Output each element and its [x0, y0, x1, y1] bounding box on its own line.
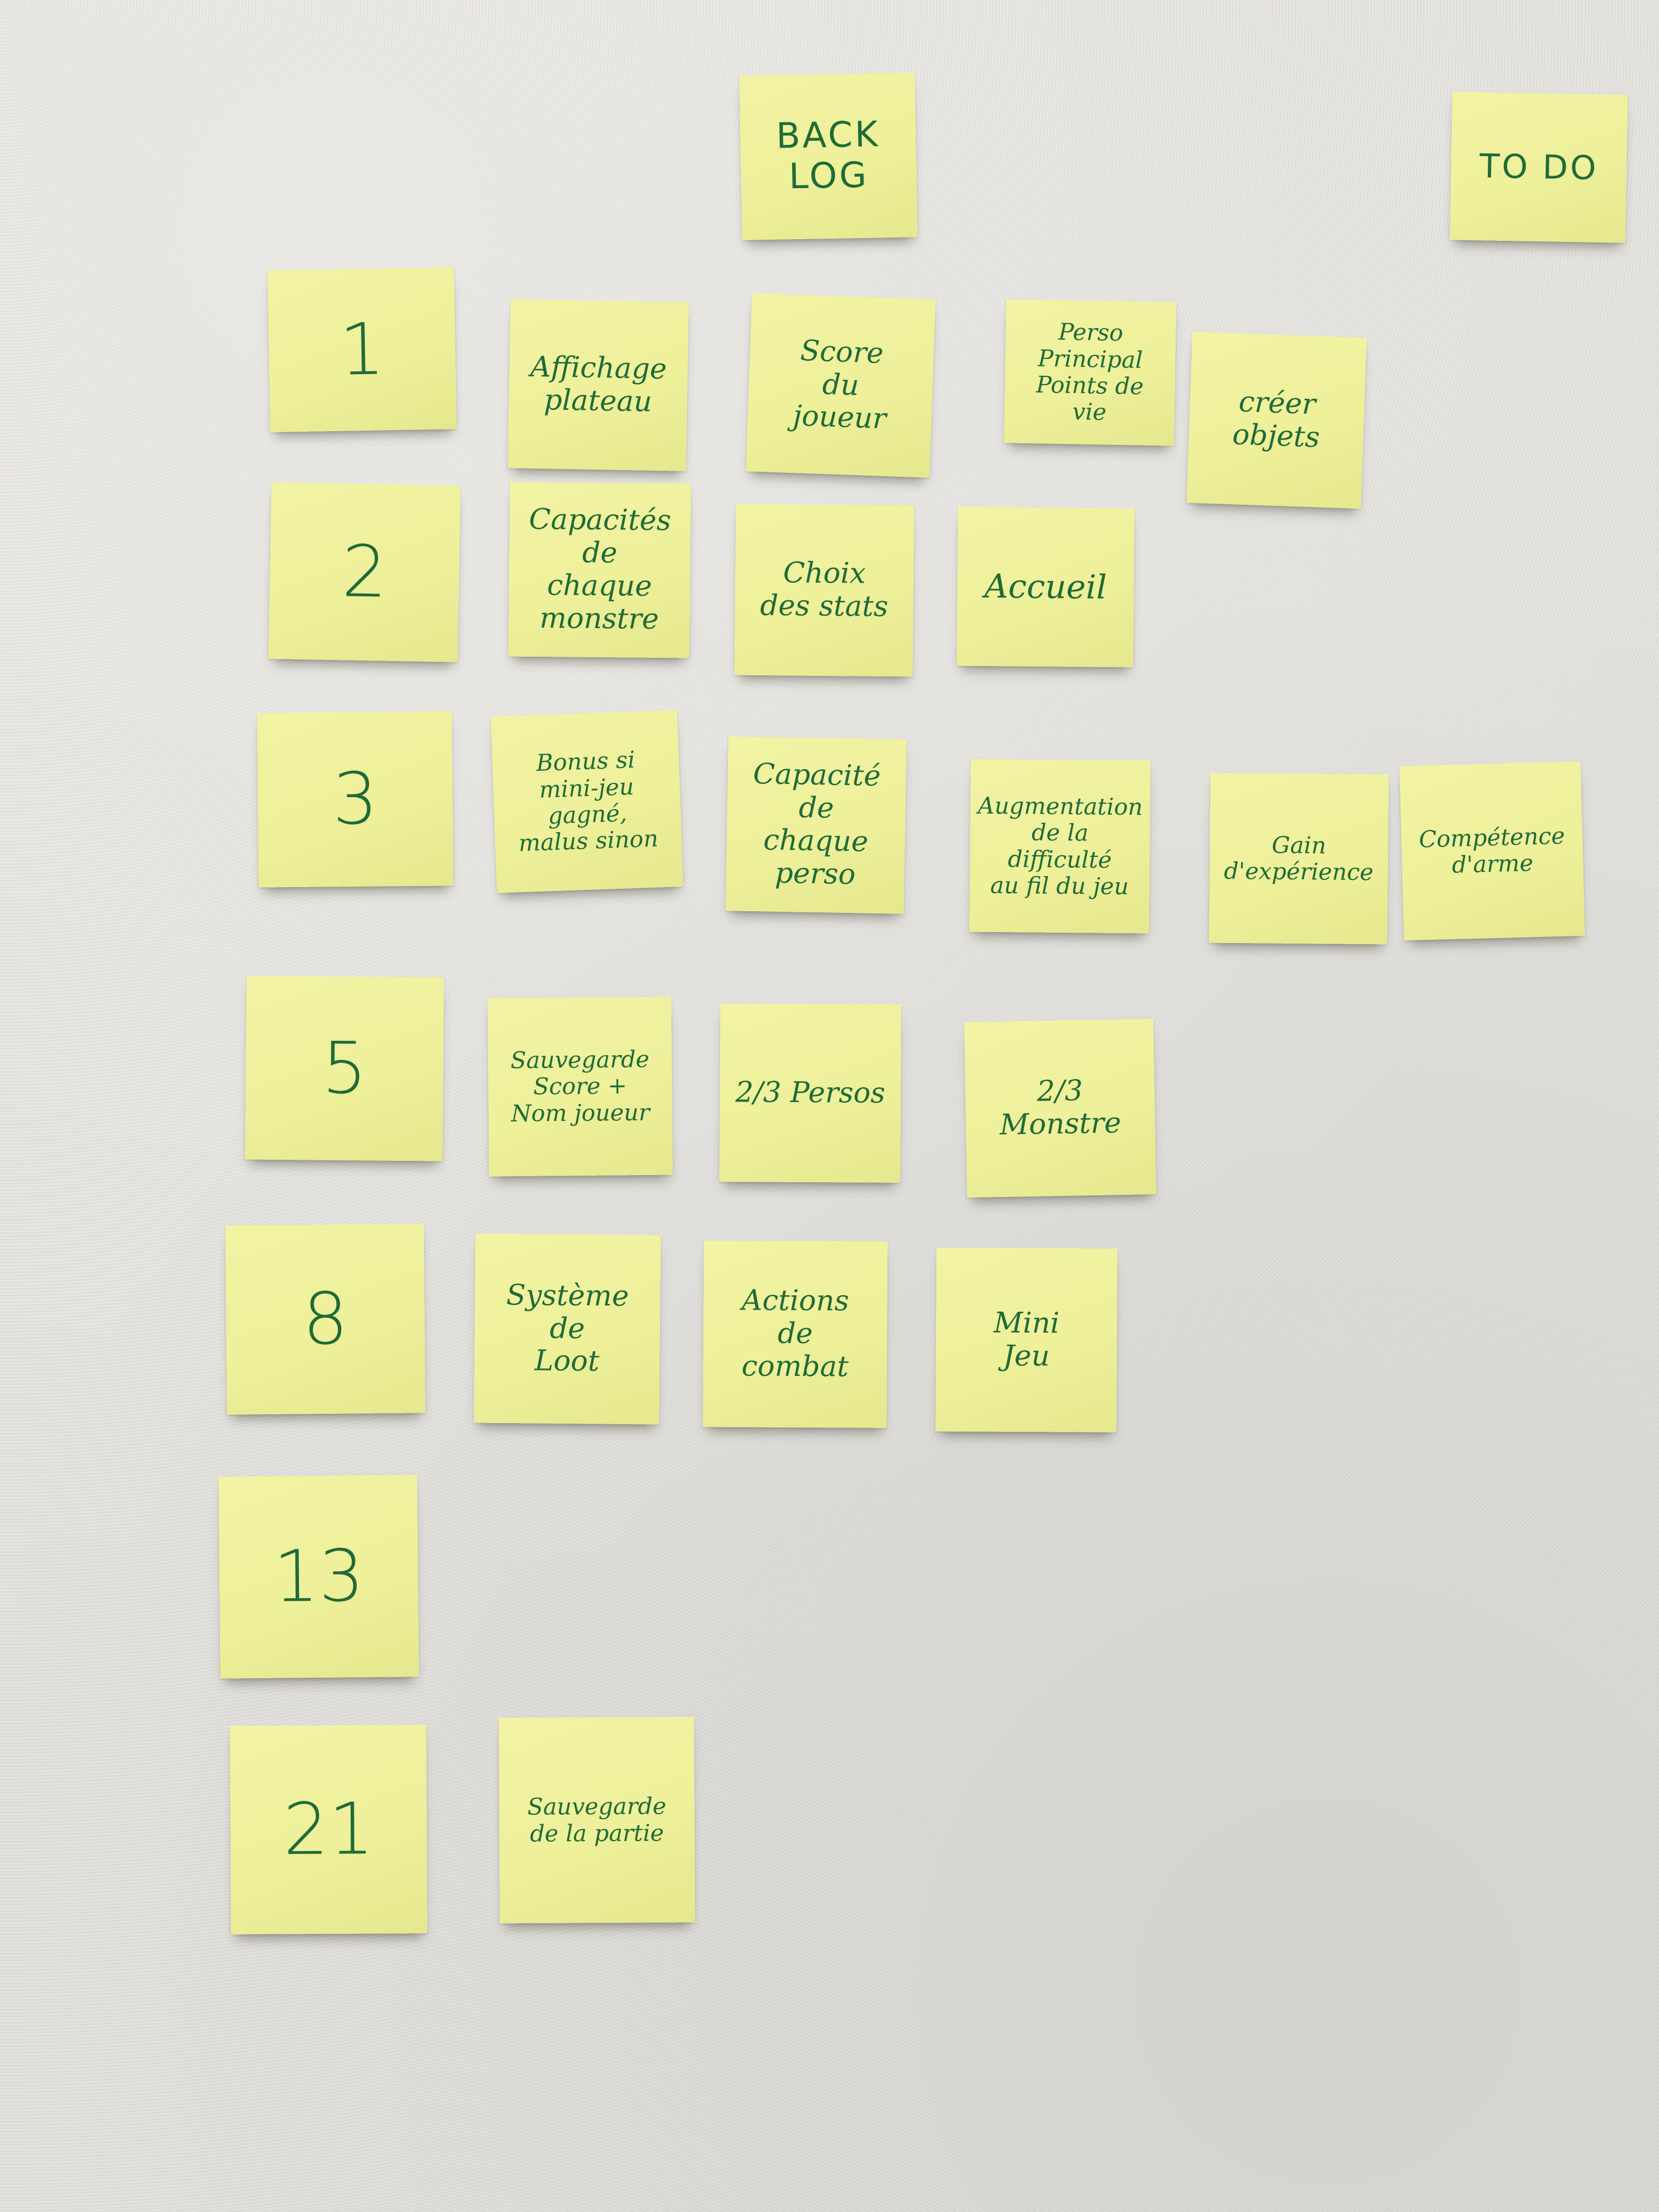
task-note-affichage-plateau: Affichage plateau: [507, 299, 689, 471]
story-points-note-3: 3: [257, 711, 454, 888]
task-note-capacite-perso: Capacité de chaque perso: [725, 736, 907, 914]
story-points-note-1: 1: [267, 267, 457, 432]
task-note-augmentation-difficulte: Augmentation de la difficulté au fil du …: [969, 759, 1151, 934]
task-note-mini-jeu: Mini Jeu: [935, 1248, 1118, 1432]
task-note-actions-de-combat: Actions de combat: [703, 1240, 888, 1428]
task-note-competence-arme: Compétence d'arme: [1399, 761, 1585, 941]
task-note-bonus-mini-jeu: Bonus si mini-jeu gagné, malus sinon: [490, 710, 684, 893]
task-note-sauvegarde-score: Sauvegarde Score + Nom joueur: [487, 996, 673, 1177]
task-note-creer-objets: créer objets: [1186, 331, 1367, 509]
story-points-note-5: 5: [245, 975, 444, 1161]
story-points-note-13: 13: [218, 1475, 419, 1679]
story-points-note-2: 2: [268, 482, 461, 662]
task-note-capacites-monstre: Capacités de chaque monstre: [508, 482, 691, 658]
backlog-header-note: BACK LOG: [739, 72, 918, 240]
task-note-accueil: Accueil: [956, 506, 1135, 668]
task-note-score-du-joueur: Score du joueur: [746, 293, 936, 478]
task-note-sauvegarde-partie: Sauvegarde de la partie: [499, 1717, 695, 1923]
todo-header-note: TO DO: [1449, 92, 1628, 243]
task-note-gain-experience: Gain d'expérience: [1209, 772, 1389, 945]
story-points-note-21: 21: [230, 1725, 427, 1934]
task-note-systeme-de-loot: Système de Loot: [473, 1233, 661, 1425]
task-note-2-3-persos: 2/3 Persos: [719, 1003, 901, 1183]
task-note-2-3-monstre: 2/3 Monstre: [964, 1019, 1156, 1198]
task-note-choix-des-stats: Choix des stats: [734, 504, 915, 677]
task-note-perso-principal: Perso Principal Points de vie: [1003, 299, 1177, 446]
story-points-note-8: 8: [225, 1223, 426, 1415]
